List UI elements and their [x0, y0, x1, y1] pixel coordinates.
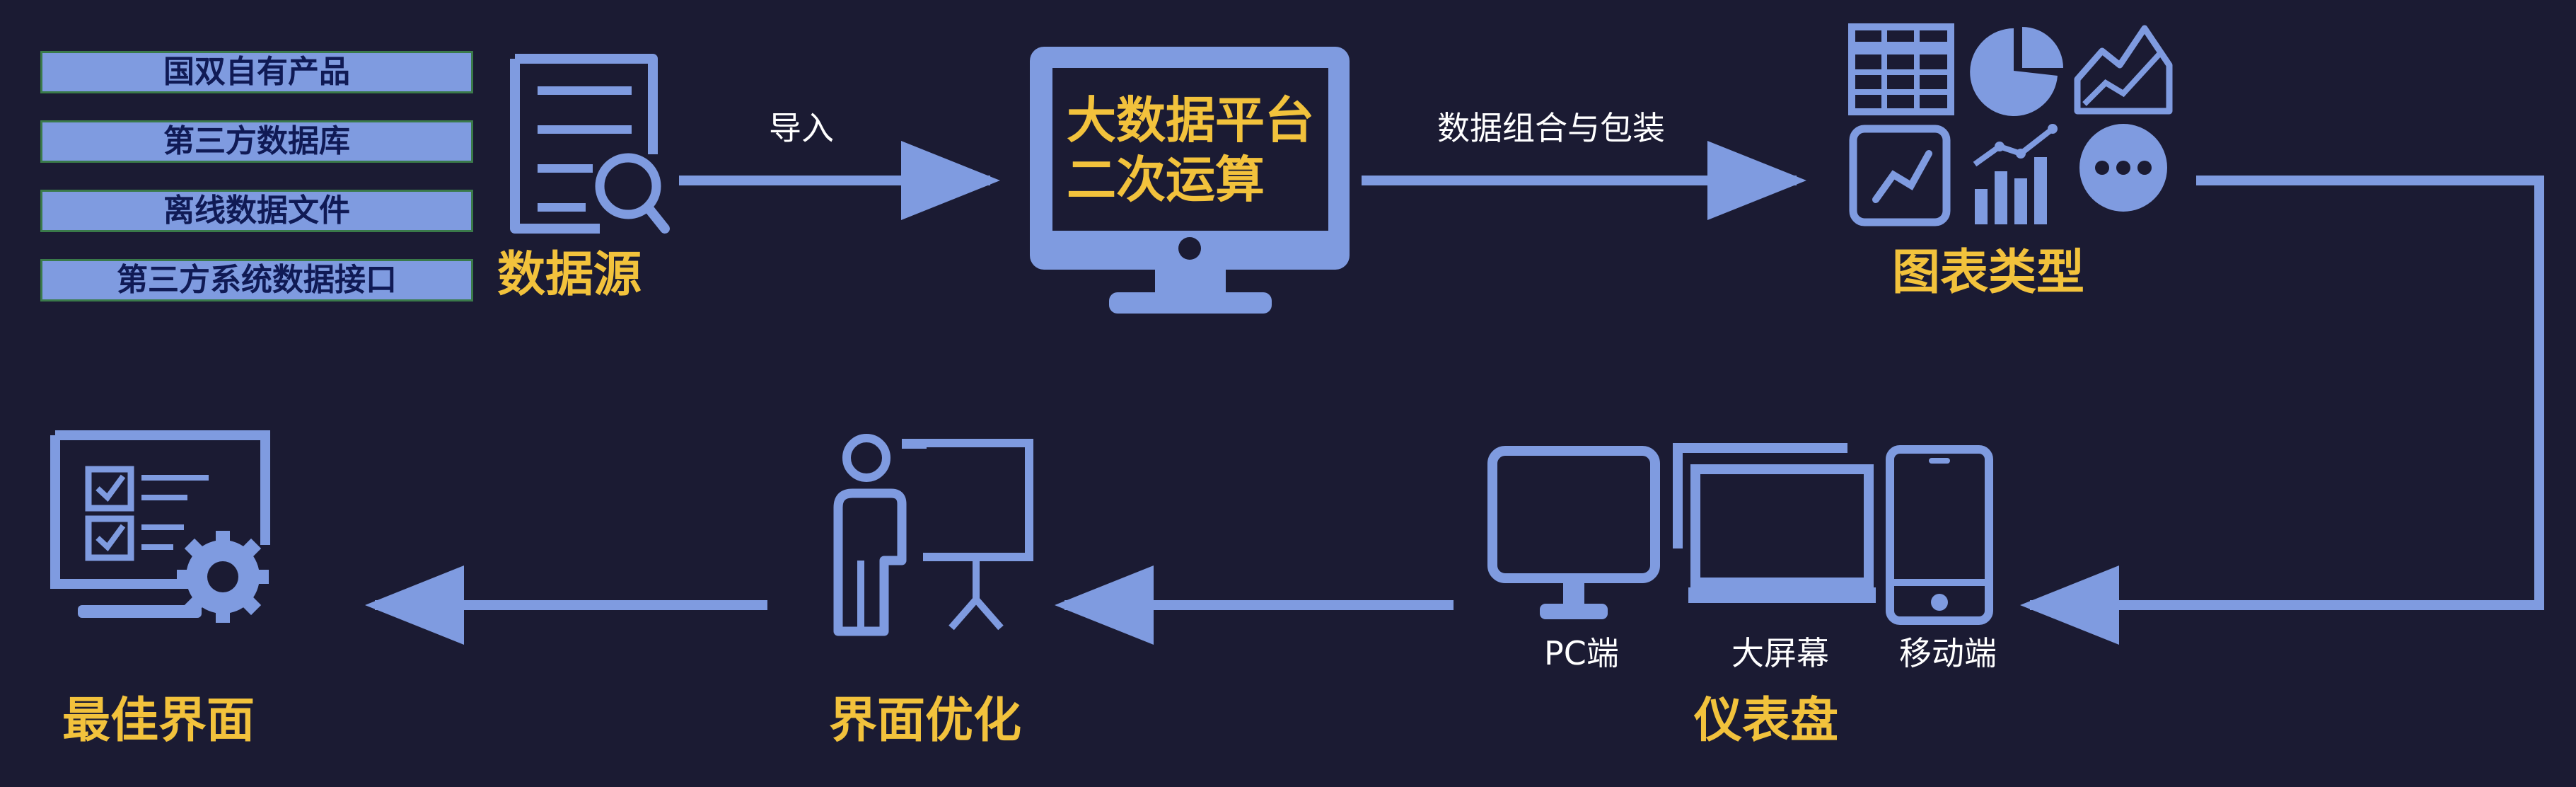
platform-line2: 二次运算 — [1067, 151, 1265, 209]
area-chart-icon — [2074, 25, 2173, 115]
bar-chart-icon — [1973, 124, 2058, 224]
source-item: 离线数据文件 — [40, 190, 473, 232]
settings-checklist-icon — [50, 430, 270, 623]
dashboard-title: 仪表盘 — [1694, 693, 1839, 749]
table-icon — [1848, 23, 1954, 115]
combine-label: 数据组合与包装 — [1437, 109, 1665, 147]
presenter-icon — [833, 434, 1033, 636]
source-item: 第三方系统数据接口 — [40, 259, 473, 301]
import-label: 导入 — [769, 109, 834, 147]
monitor-icon — [1030, 47, 1350, 314]
arrow-to-dashboard — [2020, 176, 2544, 645]
best-ui-title: 最佳界面 — [62, 693, 255, 749]
device-label: 移动端 — [1899, 634, 1997, 672]
document-search-icon — [510, 54, 670, 234]
devices-icon-group — [1487, 443, 1993, 625]
big-screen-icon — [1673, 443, 1876, 603]
chart-types-icon-group — [1848, 23, 2173, 226]
source-item: 第三方数据库 — [40, 120, 473, 163]
pie-chart-icon — [1970, 27, 2063, 116]
device-label: PC端 — [1544, 634, 1619, 672]
device-label: 大屏幕 — [1731, 634, 1829, 672]
mobile-phone-icon — [1886, 445, 1993, 625]
line-chart-icon — [1849, 125, 1951, 226]
chart-types-title: 图表类型 — [1892, 245, 2085, 301]
data-source-title: 数据源 — [497, 247, 642, 303]
pc-monitor-icon — [1487, 446, 1660, 619]
source-item: 国双自有产品 — [40, 51, 473, 93]
more-icon — [2079, 124, 2167, 212]
optimization-title: 界面优化 — [829, 693, 1022, 749]
platform-line1: 大数据平台 — [1067, 91, 1314, 149]
